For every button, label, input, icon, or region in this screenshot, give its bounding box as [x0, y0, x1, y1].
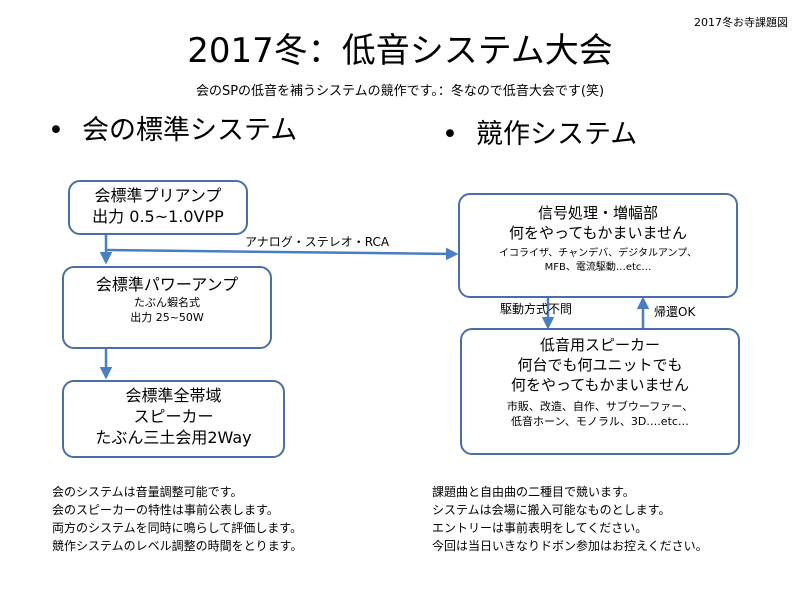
poweramp-box: 会標準パワーアンプ たぶん蝦名式 出力 25~50W	[62, 266, 272, 349]
right-note: エントリーは事前表明をしてください。	[432, 521, 648, 535]
left-note: 競作システムのレベル調整の時間をとります。	[52, 539, 303, 553]
right-note: 今回は当日いきなりドボン参加はお控えください。	[432, 539, 708, 553]
bullet-icon: •	[442, 119, 458, 150]
right-heading: • 競作システム	[442, 118, 637, 152]
poweramp-spec: 出力 25~50W	[130, 311, 204, 324]
standard-speaker-line1: 会標準全帯域	[125, 386, 222, 405]
competition-speaker-box: 低音用スピーカー 何台でも何ユニットでも 何をやってもかまいません 市販、改造、…	[460, 328, 740, 455]
competition-speaker-line2: 何台でも何ユニットでも	[517, 356, 683, 374]
analog-connection-label: アナログ・ステレオ・RCA	[245, 235, 390, 249]
standard-speaker-box: 会標準全帯域 スピーカー たぶん三土会用2Way	[62, 380, 285, 458]
left-note: 会のスピーカーの特性は事前公表します。	[52, 503, 279, 517]
right-notes: 課題曲と自由曲の二種目で競います。 システムは会場に搬入可能なものとします。 エ…	[432, 483, 708, 555]
poweramp-title: 会標準パワーアンプ	[95, 275, 239, 294]
corner-label: 2017冬お寺課題図	[694, 16, 788, 29]
left-notes: 会のシステムは音量調整可能です。 会のスピーカーの特性は事前公表します。 両方の…	[52, 483, 302, 555]
left-note: 両方のシステムを同時に鳴らして評価します。	[52, 521, 303, 535]
standard-speaker-line2: スピーカー	[133, 407, 214, 426]
page-title: 2017冬：低音システム大会	[187, 31, 613, 71]
processor-subtitle: 何をやってもかまいません	[508, 224, 688, 242]
competition-speaker-line3: 何をやってもかまいません	[510, 376, 690, 394]
left-heading: • 会の標準システム	[48, 114, 297, 148]
processor-examples-1: イコライザ、チャンデバ、デジタルアンプ、	[499, 248, 697, 259]
right-heading-text: 競作システム	[476, 119, 638, 150]
competition-speaker-title: 低音用スピーカー	[539, 336, 660, 354]
right-note: システムは会場に搬入可能なものとします。	[432, 503, 671, 517]
bullet-icon: •	[48, 115, 64, 146]
drive-method-label: 駆動方式不問	[500, 302, 573, 316]
left-note: 会のシステムは音量調整可能です。	[52, 485, 243, 499]
processor-title: 信号処理・増幅部	[537, 204, 658, 222]
left-heading-text: 会の標準システム	[82, 115, 298, 146]
feedback-label: 帰還OK	[654, 305, 696, 319]
competition-speaker-examples-1: 市販、改造、自作、サブウーファー、	[506, 400, 694, 413]
arrow-to-processor	[105, 247, 459, 261]
poweramp-note: たぶん蝦名式	[134, 296, 200, 309]
preamp-title: 会標準プリアンプ	[94, 186, 222, 205]
right-note: 課題曲と自由曲の二種目で競います。	[432, 485, 635, 499]
preamp-spec: 出力 0.5~1.0VPP	[92, 207, 224, 226]
competition-speaker-examples-2: 低音ホーン、モノラル、3D….etc…	[511, 415, 689, 428]
preamp-box: 会標準プリアンプ 出力 0.5~1.0VPP	[68, 180, 248, 235]
processor-box: 信号処理・増幅部 何をやってもかまいません イコライザ、チャンデバ、デジタルアン…	[458, 193, 738, 298]
page-subtitle: 会のSPの低音を補うシステムの競作です。：冬なので低音大会です(笑)	[195, 84, 605, 99]
processor-examples-2: MFB、電流駆動…etc…	[544, 262, 652, 273]
standard-speaker-line3: たぶん三土会用2Way	[95, 428, 252, 447]
